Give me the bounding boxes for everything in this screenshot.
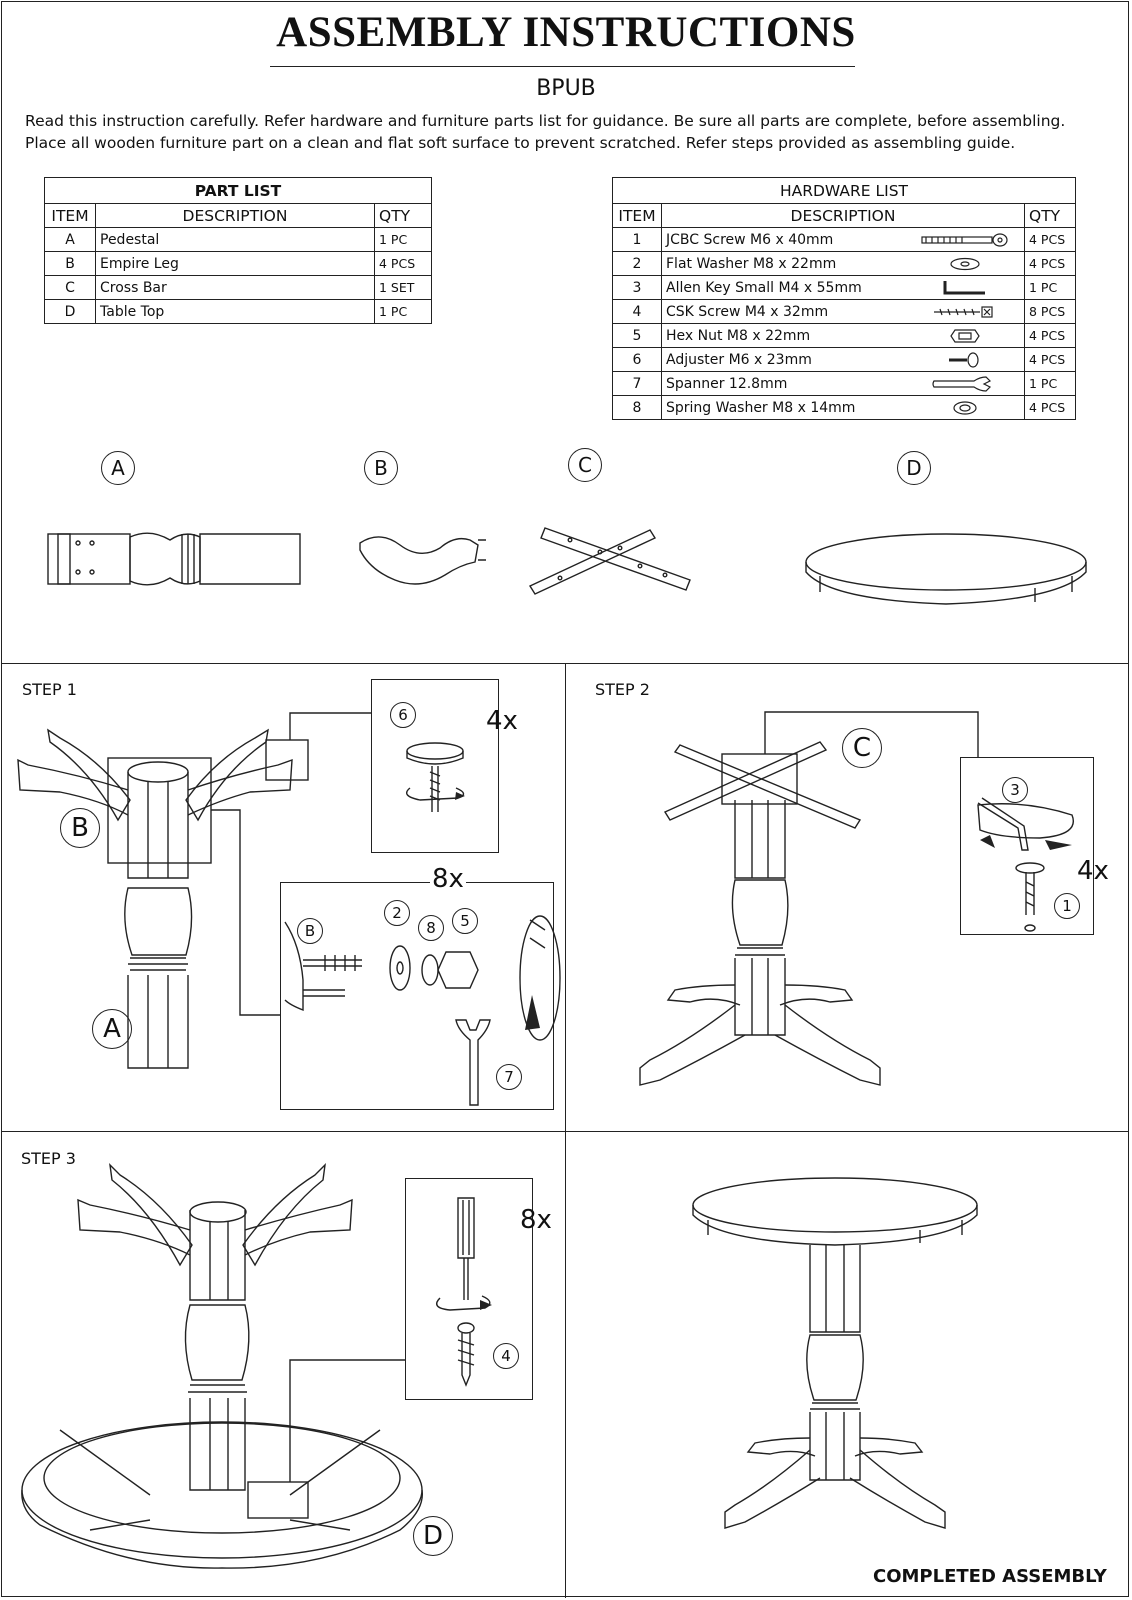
part-description: Table Top <box>95 299 375 324</box>
step1-label: STEP 1 <box>22 680 77 699</box>
part-b-label: B <box>364 451 398 485</box>
step2-callout-1: 1 <box>1054 893 1080 919</box>
hardware-description: Spring Washer M8 x 14mm <box>661 395 906 420</box>
part-c-label: C <box>568 448 602 482</box>
part-d-label: D <box>897 451 931 485</box>
step3-label: STEP 3 <box>21 1149 76 1168</box>
hardware-qty: 8 PCS <box>1024 299 1076 324</box>
empire-leg-drawing <box>359 536 486 585</box>
screw-icon <box>906 299 1025 324</box>
part-item: C <box>44 275 96 300</box>
part-item: D <box>44 299 96 324</box>
part-a-label: A <box>101 451 135 485</box>
part-description: Pedestal <box>95 227 375 252</box>
step2-label-c: C <box>842 728 882 768</box>
hardware-qty: 4 PCS <box>1024 251 1076 276</box>
hardware-qty: 4 PCS <box>1024 323 1076 348</box>
step1-callout-5: 5 <box>452 908 478 934</box>
part-qty: 1 PC <box>374 299 432 324</box>
intro-line-2: Place all wooden furniture part on a cle… <box>25 134 1016 152</box>
completed-assembly-label: COMPLETED ASSEMBLY <box>873 1566 1107 1587</box>
step1-label-b: B <box>60 808 100 848</box>
cross-bar-drawing <box>528 527 691 595</box>
part-item: A <box>44 227 96 252</box>
bolt-icon <box>906 227 1025 252</box>
step3-multiplier: 8x <box>520 1205 552 1235</box>
part-qty: 1 PC <box>374 227 432 252</box>
intro-text: Read this instruction carefully. Refer h… <box>25 110 1065 154</box>
part-qty: 1 SET <box>374 275 432 300</box>
step3-callout-4: 4 <box>493 1343 519 1369</box>
step2-callout-3: 3 <box>1002 777 1028 803</box>
hardware-item: 8 <box>612 395 662 420</box>
hardware-description: Flat Washer M8 x 22mm <box>661 251 906 276</box>
pedestal-drawing <box>47 532 301 586</box>
step1-adjuster-multiplier: 4x <box>486 706 518 736</box>
model-number: BPUB <box>536 76 596 101</box>
hardware-description: CSK Screw M4 x 32mm <box>661 299 906 324</box>
step1-adjuster-detail-box <box>371 679 499 853</box>
part-description: Empire Leg <box>95 251 375 276</box>
spring-washer-icon <box>906 395 1025 420</box>
col-qty: QTY <box>1024 203 1076 228</box>
part-description: Cross Bar <box>95 275 375 300</box>
step3-label-d: D <box>413 1516 453 1556</box>
hardware-description: JCBC Screw M6 x 40mm <box>661 227 906 252</box>
col-description: DESCRIPTION <box>661 203 1025 228</box>
step1-label-a: A <box>92 1009 132 1049</box>
step2-detail-box <box>960 757 1094 935</box>
step3-detail-box <box>405 1178 533 1400</box>
step1-leg-multiplier: 8x <box>430 864 466 894</box>
spanner-icon <box>906 371 1025 396</box>
intro-line-1: Read this instruction carefully. Refer h… <box>25 112 1066 130</box>
part-list-caption: PART LIST <box>44 177 432 204</box>
step1-callout-2: 2 <box>384 900 410 926</box>
title-underline <box>270 66 855 67</box>
hardware-qty: 4 PCS <box>1024 395 1076 420</box>
col-description: DESCRIPTION <box>95 203 375 228</box>
hardware-item: 7 <box>612 371 662 396</box>
hardware-description: Allen Key Small M4 x 55mm <box>661 275 906 300</box>
table-top-drawing <box>805 533 1087 605</box>
steps-divider-vertical <box>565 663 566 1598</box>
step1-leg-detail-box <box>280 882 554 1110</box>
step1-callout-7: 7 <box>496 1064 522 1090</box>
col-qty: QTY <box>374 203 432 228</box>
step1-callout-8: 8 <box>418 915 444 941</box>
hardware-list-caption: HARDWARE LIST <box>612 177 1076 204</box>
step2-label: STEP 2 <box>595 680 650 699</box>
page-title: ASSEMBLY INSTRUCTIONS <box>276 9 856 56</box>
step2-multiplier: 4x <box>1077 856 1109 886</box>
step1-callout-b: B <box>297 918 323 944</box>
hardware-qty: 4 PCS <box>1024 347 1076 372</box>
hardware-item: 5 <box>612 323 662 348</box>
step1-callout-6: 6 <box>390 702 416 728</box>
